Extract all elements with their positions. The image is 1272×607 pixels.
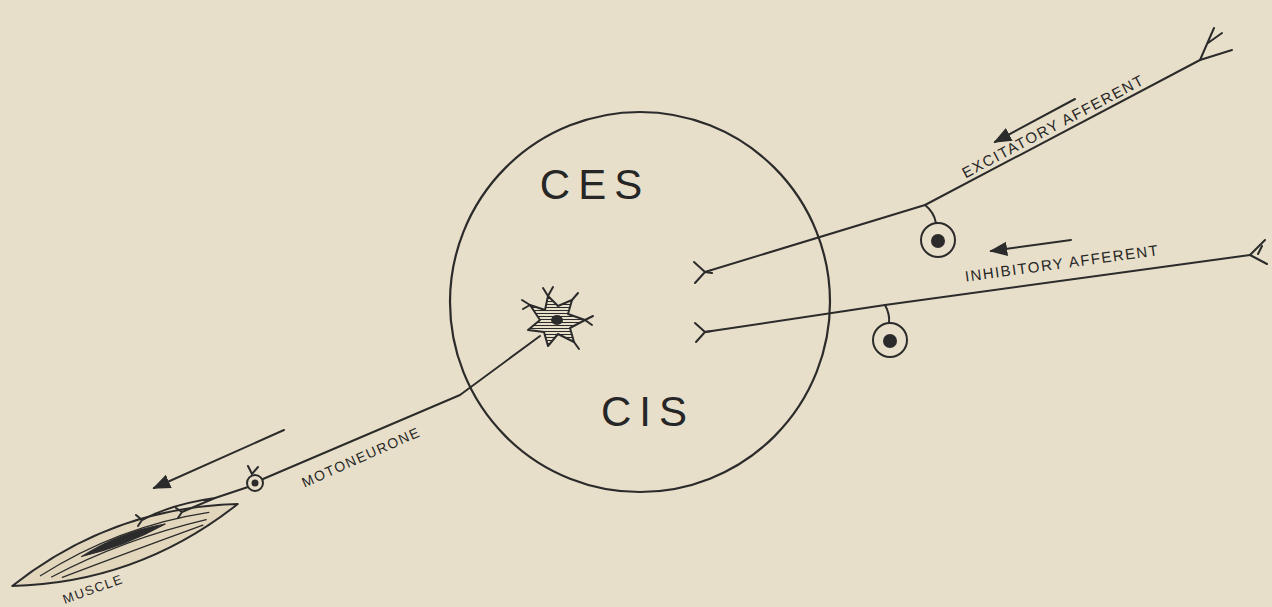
axon-node — [247, 475, 263, 491]
fibre-ending — [1250, 240, 1267, 264]
motor-axon — [215, 487, 248, 498]
cell-nucleus — [932, 235, 944, 247]
nerve-centre-circle: CES CIS — [448, 110, 832, 494]
ganglion-cell — [873, 323, 907, 357]
axon-node-dot — [253, 481, 258, 486]
centre-label: CES — [540, 164, 650, 206]
circle-outline-path — [450, 112, 830, 492]
cell-nucleus — [552, 316, 562, 324]
cell-nucleus — [884, 335, 896, 347]
cell-stem — [885, 305, 889, 323]
excitatory-fibre — [705, 60, 1200, 272]
dendrite — [522, 287, 593, 349]
fibre-label: MOTONEURONE — [300, 425, 423, 490]
direction-arrow — [991, 240, 1071, 251]
fibre-terminal — [694, 262, 712, 283]
nerve-ending — [136, 498, 215, 526]
muscle-fibre — [79, 521, 166, 559]
centre-label: CIS — [601, 391, 695, 433]
fibre-terminal — [695, 323, 712, 342]
fibre-ending — [1200, 28, 1232, 60]
cell-stem — [925, 205, 936, 223]
direction-arrow — [154, 430, 284, 488]
ganglion-cell — [921, 223, 955, 257]
fibre-label: INHIBITORY AFFERENT — [964, 242, 1160, 283]
axon-stem — [248, 466, 258, 474]
muscle-body — [5, 485, 244, 605]
fibre-label: EXCITATORY AFFERENT — [959, 72, 1146, 180]
motor-axon — [263, 336, 540, 479]
muscle-fibre — [37, 504, 213, 584]
